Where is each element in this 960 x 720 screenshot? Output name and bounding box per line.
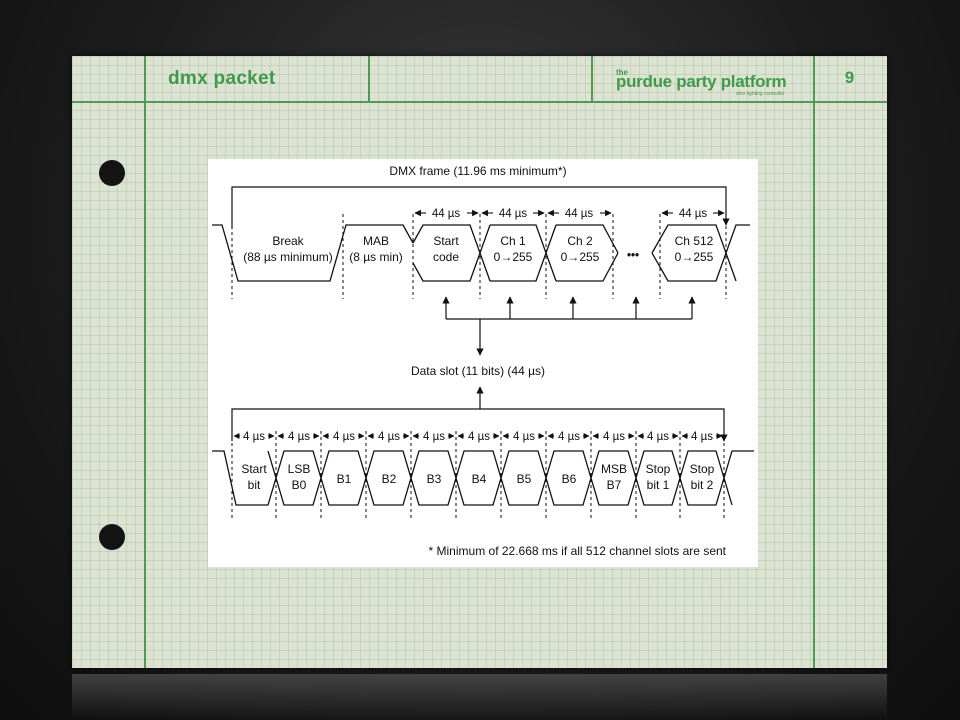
segment-start-code-detail: code (433, 250, 459, 264)
segment-start-code-name: Start (433, 234, 459, 248)
timing-start-code: 44 µs (432, 208, 461, 220)
bit-timing-label: 4 µs (378, 431, 400, 443)
bit-1-line1: LSB (288, 462, 311, 476)
timing-ch1: 44 µs (499, 208, 528, 220)
bit-timing-label: 4 µs (423, 431, 445, 443)
segment-ch1-range: 0→255 (494, 250, 533, 264)
slide-reflection (72, 674, 887, 720)
header-divider-1 (368, 56, 370, 101)
bit-4-label: B3 (427, 472, 442, 486)
segment-break-detail: (88 µs minimum) (243, 250, 333, 264)
brand-prefix: the (616, 68, 628, 77)
segment-ch512-name: Ch 512 (675, 234, 714, 248)
bit-waveform (212, 450, 754, 506)
bit-timing-label: 4 µs (603, 431, 625, 443)
slide-title: dmx packet (168, 68, 276, 89)
timing-ch2: 44 µs (565, 208, 594, 220)
dmx-timing-diagram: DMX frame (11.96 ms minimum*) (208, 159, 758, 567)
margin-line-left (144, 56, 146, 668)
bit-0-line2: bit (248, 478, 261, 492)
bit-timing-labels: 4 µs 4 µs 4 µs 4 µs 4 µs 4 µs 4 µs 4 µs … (243, 431, 713, 443)
segment-ch2-name: Ch 2 (567, 234, 593, 248)
header-divider-2 (591, 56, 593, 101)
bit-7-label: B6 (562, 472, 577, 486)
segment-ch512-range: 0→255 (675, 250, 714, 264)
bit-timing-label: 4 µs (468, 431, 490, 443)
header-rule (72, 101, 887, 103)
segment-break-name: Break (272, 234, 304, 248)
frame-waveform (212, 224, 750, 282)
frame-ellipsis: ••• (627, 250, 639, 262)
bit-timing-label: 4 µs (647, 431, 669, 443)
bit-10-line2: bit 2 (691, 478, 714, 492)
bit-5-label: B4 (472, 472, 487, 486)
bit-timing-label: 4 µs (288, 431, 310, 443)
binder-hole-bottom (99, 524, 125, 550)
bit-2-label: B1 (337, 472, 352, 486)
slide-page: dmx packet the purdue party platform dmx… (72, 56, 887, 668)
bit-timing-label: 4 µs (691, 431, 713, 443)
page-number: 9 (844, 68, 855, 87)
bit-timing-label: 4 µs (558, 431, 580, 443)
timing-ch512: 44 µs (679, 208, 708, 220)
segment-ch1-name: Ch 1 (500, 234, 526, 248)
slot-span-bracket (231, 408, 728, 442)
bit-1-line2: B0 (292, 478, 307, 492)
bit-9-line1: Stop (646, 462, 671, 476)
brand-logo: purdue party platform (616, 72, 787, 91)
timing-svg: DMX frame (11.96 ms minimum*) (212, 164, 754, 558)
bit-timing-label: 4 µs (513, 431, 535, 443)
bit-0-line1: Start (241, 462, 267, 476)
bit-8-line2: B7 (607, 478, 622, 492)
frame-boundaries (231, 214, 727, 299)
brand-tagline: dmx lighting controller (736, 91, 785, 97)
slot-bracket (442, 296, 696, 356)
bit-8-line1: MSB (601, 462, 627, 476)
segment-ch2-range: 0→255 (561, 250, 600, 264)
bit-3-label: B2 (382, 472, 397, 486)
bit-10-line1: Stop (690, 462, 715, 476)
slot-label: Data slot (11 bits) (44 µs) (411, 364, 545, 378)
bit-9-line2: bit 1 (647, 478, 670, 492)
segment-mab-name: MAB (363, 234, 389, 248)
bit-timing-label: 4 µs (333, 431, 355, 443)
bit-6-label: B5 (517, 472, 532, 486)
binder-hole-top (99, 160, 125, 186)
segment-mab-detail: (8 µs min) (349, 250, 403, 264)
frame-span-bracket (231, 186, 730, 229)
bit-timing-label: 4 µs (243, 431, 265, 443)
footnote: * Minimum of 22.668 ms if all 512 channe… (429, 544, 727, 558)
frame-label: DMX frame (11.96 ms minimum*) (389, 164, 566, 178)
margin-line-right (813, 56, 815, 668)
